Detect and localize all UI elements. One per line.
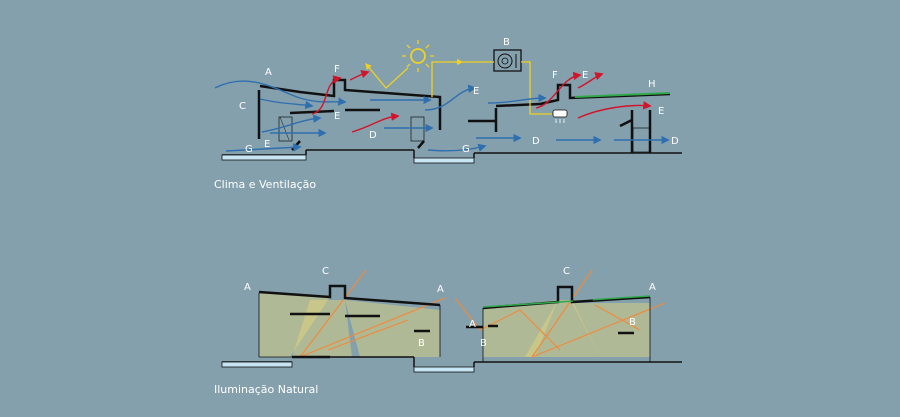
ac-yellow-duct-down [521, 61, 552, 115]
green-roof-2 [574, 92, 671, 98]
air-flow-g [225, 143, 302, 152]
heat-flow-f1 [311, 75, 342, 115]
caption-lighting: Iluminação Natural [214, 383, 318, 396]
air-flow-inner [259, 98, 314, 110]
ac-yellow-duct [431, 61, 494, 97]
label-d2: D [532, 136, 540, 147]
air-flow-out [424, 84, 477, 111]
label-d3: D [671, 136, 679, 147]
heat-flows [311, 70, 652, 133]
light-rays [299, 269, 666, 358]
label-e2: E [334, 111, 340, 122]
building-1 [257, 78, 442, 151]
label-a4: A [649, 282, 656, 293]
lighting-building-1-walls [258, 293, 441, 358]
light-cones [259, 293, 650, 357]
green-roof-lighting [482, 295, 651, 308]
label-e3: E [473, 86, 479, 97]
water-pool-left [221, 154, 307, 161]
label-e5: E [658, 106, 664, 117]
caption-climate: Clima e Ventilação [214, 178, 316, 191]
air-flow-e3 [487, 93, 547, 104]
climate-section: A B C D D D E E E E E F F G G H Clima e … [214, 37, 682, 191]
water-pool-center [413, 157, 475, 164]
air-flows [214, 80, 670, 152]
heat-flow-e5 [577, 101, 652, 119]
water-pool-left-lighting [221, 361, 293, 368]
ac-unit-icon [493, 49, 522, 72]
label-b2: B [480, 338, 487, 349]
window-frame-2 [410, 116, 425, 142]
window-frame-1 [278, 116, 293, 142]
lighting-building-2-walls [482, 297, 651, 362]
heat-flow-f2 [535, 71, 582, 109]
label-b3: B [629, 317, 636, 328]
climate-labels: A B C D D D E E E E E F F G G H [239, 37, 679, 155]
label-c1: C [322, 266, 329, 277]
label-f1: F [334, 64, 340, 75]
label-h: H [648, 79, 656, 90]
label-g1: G [245, 144, 253, 155]
air-flow-g2 [427, 143, 487, 152]
label-d1: D [369, 130, 377, 141]
lighting-labels: A A A A B B B C C [244, 266, 656, 349]
water-pool-center-lighting [413, 366, 475, 373]
label-b: B [503, 37, 510, 48]
label-g2: G [462, 144, 470, 155]
label-f2: F [552, 70, 558, 81]
label-a3: A [469, 319, 476, 330]
label-a2: A [437, 284, 444, 295]
lighting-building-1 [258, 284, 441, 359]
lighting-section: A A A A B B B C C Iluminação Natural [214, 266, 682, 396]
label-e4: E [582, 70, 588, 81]
air-flow-low [261, 114, 322, 133]
indoor-unit-icon [552, 109, 568, 123]
label-a1: A [244, 282, 251, 293]
label-c: C [239, 101, 246, 112]
heat-flow-e2 [349, 70, 370, 81]
label-a: A [265, 67, 272, 78]
label-b1: B [418, 338, 425, 349]
air-flow-roof [214, 80, 347, 106]
label-c2: C [563, 266, 570, 277]
label-e1: E [264, 139, 270, 150]
heat-flow-d [351, 112, 400, 133]
window-stripe [279, 116, 290, 141]
sun-ray-reflection [365, 63, 409, 89]
sun-icon [402, 40, 434, 72]
heat-flow-e4 [577, 72, 604, 89]
